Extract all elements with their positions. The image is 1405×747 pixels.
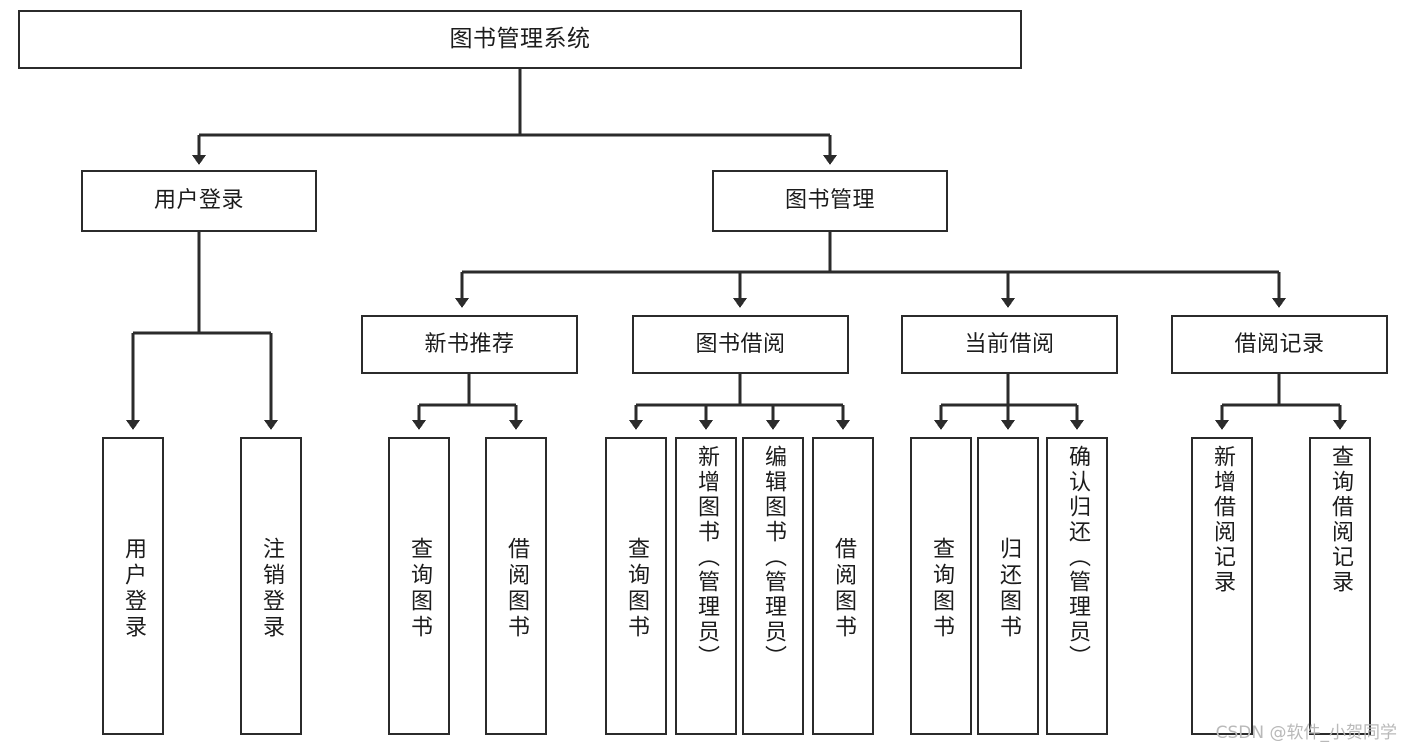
leaf-borrow-book-recommend[interactable]: 借阅图书 [485, 437, 547, 735]
node-label: 借阅记录 [1234, 331, 1325, 357]
node-label: 查询借阅记录 [1328, 445, 1353, 595]
node-label: 编辑图书（管理员） [761, 445, 786, 670]
node-label: 当前借阅 [964, 331, 1055, 357]
leaf-user-login[interactable]: 用户登录 [102, 437, 164, 735]
node-label: 注销登录 [259, 537, 284, 641]
leaf-logout[interactable]: 注销登录 [240, 437, 302, 735]
leaf-borrow-book[interactable]: 借阅图书 [812, 437, 874, 735]
leaf-add-book-admin[interactable]: 新增图书（管理员） [675, 437, 737, 735]
node-label: 新增图书（管理员） [694, 445, 719, 670]
node-label: 用户登录 [153, 188, 244, 214]
node-label: 查询图书 [624, 537, 649, 641]
leaf-query-book-recommend[interactable]: 查询图书 [388, 437, 450, 735]
node-label: 用户登录 [121, 537, 146, 641]
node-current-borrow[interactable]: 当前借阅 [901, 315, 1118, 374]
node-book-management[interactable]: 图书管理 [712, 170, 948, 232]
node-label: 新增借阅记录 [1210, 445, 1235, 595]
node-borrow-record[interactable]: 借阅记录 [1171, 315, 1388, 374]
node-label: 查询图书 [929, 537, 954, 641]
leaf-return-book[interactable]: 归还图书 [977, 437, 1039, 735]
node-label: 新书推荐 [424, 331, 515, 357]
node-user-login[interactable]: 用户登录 [81, 170, 317, 232]
node-label: 图书借阅 [695, 331, 786, 357]
node-label: 图书管理 [784, 188, 875, 214]
leaf-add-borrow-record[interactable]: 新增借阅记录 [1191, 437, 1253, 735]
leaf-query-book-current[interactable]: 查询图书 [910, 437, 972, 735]
node-root-system[interactable]: 图书管理系统 [18, 10, 1022, 69]
node-new-book-recommend[interactable]: 新书推荐 [361, 315, 578, 374]
node-label: 确认归还（管理员） [1065, 445, 1090, 670]
node-label: 借阅图书 [831, 537, 856, 641]
leaf-query-borrow-record[interactable]: 查询借阅记录 [1309, 437, 1371, 735]
node-label: 归还图书 [996, 537, 1021, 641]
node-book-borrow[interactable]: 图书借阅 [632, 315, 849, 374]
leaf-query-book-borrow[interactable]: 查询图书 [605, 437, 667, 735]
node-label: 借阅图书 [504, 537, 529, 641]
node-label: 查询图书 [407, 537, 432, 641]
leaf-confirm-return-admin[interactable]: 确认归还（管理员） [1046, 437, 1108, 735]
leaf-edit-book-admin[interactable]: 编辑图书（管理员） [742, 437, 804, 735]
node-label: 图书管理系统 [449, 25, 591, 52]
